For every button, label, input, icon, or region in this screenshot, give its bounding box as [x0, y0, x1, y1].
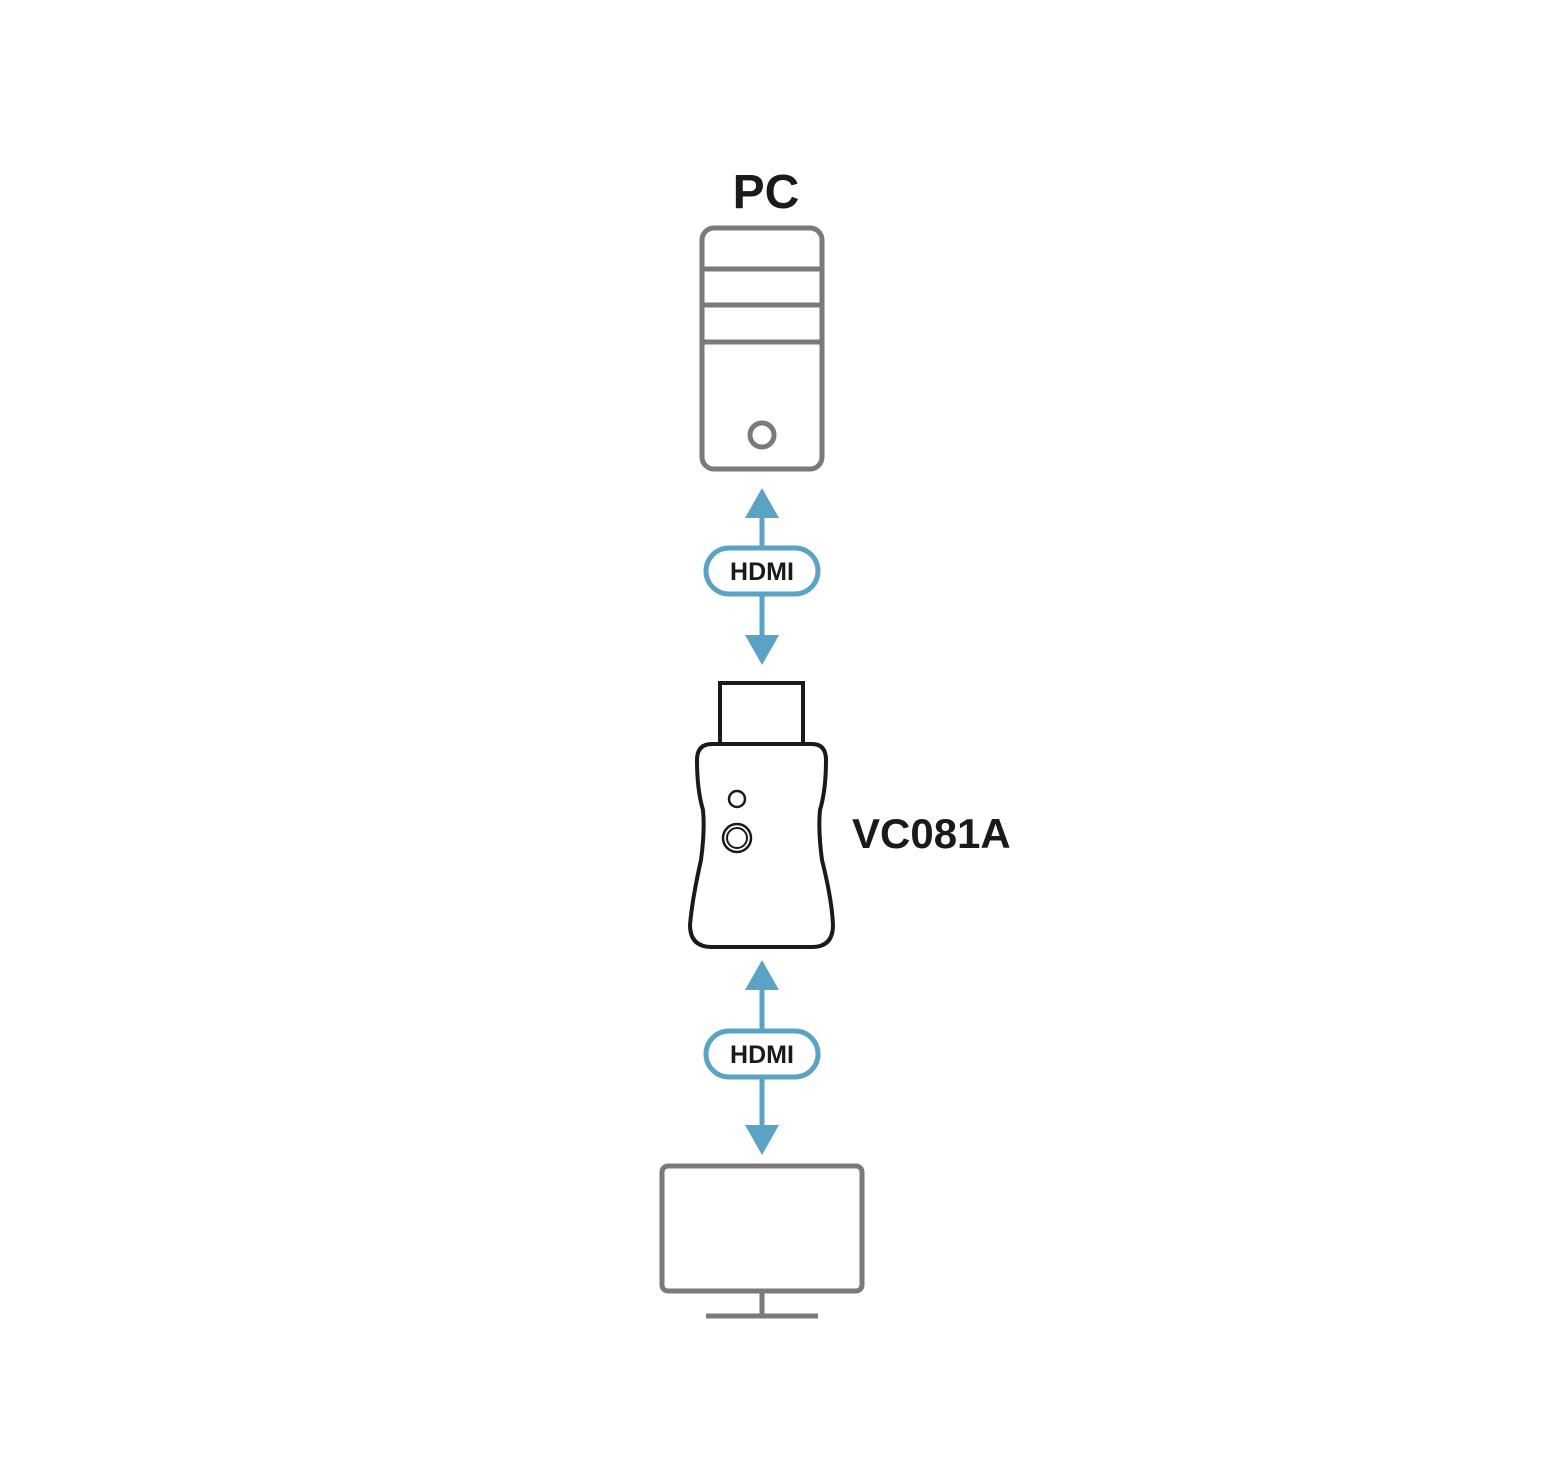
pc-label: PC	[733, 166, 800, 219]
monitor-screen	[659, 1163, 865, 1294]
pc-tower-icon	[699, 225, 825, 472]
adapter-plug	[718, 681, 805, 747]
adapter-button-icon	[721, 822, 753, 854]
led-indicator-icon	[727, 789, 747, 809]
adapter-body	[687, 742, 836, 949]
top-hdmi-connection: HDMI	[703, 488, 821, 665]
arrow-up-icon	[745, 488, 779, 518]
arrow-up-icon	[745, 960, 779, 990]
arrow-down-icon	[745, 635, 779, 665]
arrow-down-icon	[745, 1125, 779, 1155]
hdmi-label-top: HDMI	[730, 558, 794, 586]
monitor-icon	[659, 1163, 865, 1319]
bottom-hdmi-connection: HDMI	[703, 960, 821, 1155]
hdmi-label-bottom: HDMI	[730, 1041, 794, 1069]
power-button-icon	[747, 420, 777, 450]
hdmi-adapter-icon	[687, 681, 836, 949]
device-label: VC081A	[852, 810, 1011, 857]
